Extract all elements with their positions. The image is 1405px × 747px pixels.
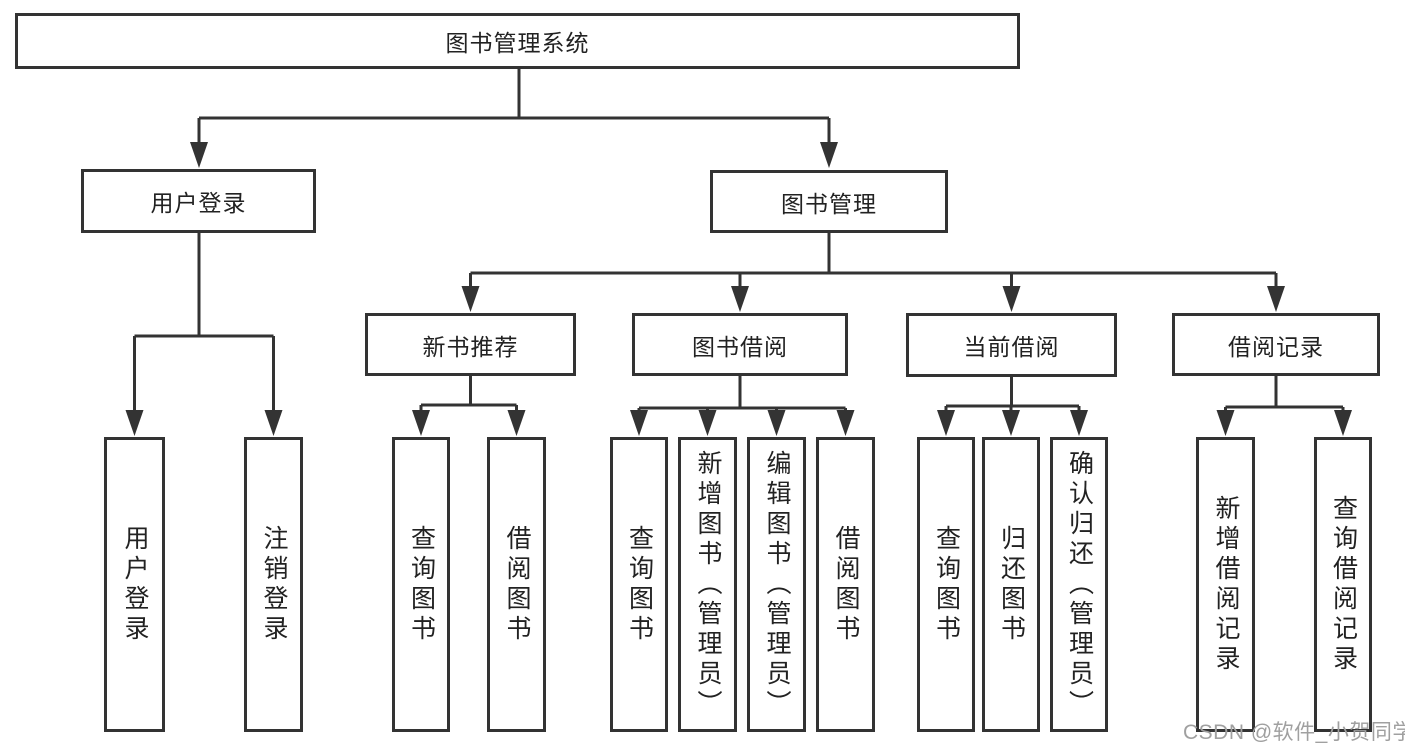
node-borrowing-edit-books-admin-label: 编辑图书（管理员）: [763, 449, 791, 720]
node-root: 图书管理系统: [15, 13, 1020, 69]
node-current-confirm-return-admin: 确认归还（管理员）: [1050, 437, 1108, 732]
node-new-book-recommendation: 新书推荐: [365, 313, 576, 376]
node-user-login-label: 用户登录: [150, 190, 247, 216]
node-records-add-borrow-record-label: 新增借阅记录: [1212, 494, 1240, 675]
node-borrowing-query-books: 查询图书: [610, 437, 668, 732]
node-current-query-books-label: 查询图书: [932, 524, 961, 645]
node-logout-leaf-label: 注销登录: [260, 524, 288, 645]
node-logout-leaf: 注销登录: [244, 437, 303, 732]
node-book-borrowing-label: 图书借阅: [692, 333, 788, 360]
node-recommend-borrow-books: 借阅图书: [487, 437, 546, 732]
node-user-login-leaf: 用户登录: [104, 437, 165, 732]
node-borrowing-query-books-label: 查询图书: [625, 524, 654, 645]
node-book-management-label: 图书管理: [781, 190, 877, 217]
node-book-borrowing: 图书借阅: [632, 313, 848, 376]
node-borrowing-borrow-books-label: 借阅图书: [832, 524, 860, 645]
node-root-label: 图书管理系统: [445, 30, 590, 56]
node-current-return-books: 归还图书: [982, 437, 1040, 732]
node-records-query-borrow-record: 查询借阅记录: [1314, 437, 1372, 732]
node-current-return-books-label: 归还图书: [997, 524, 1026, 645]
node-borrowing-records-label: 借阅记录: [1228, 333, 1324, 360]
watermark: CSDN @软件_小贺同学: [1183, 721, 1405, 744]
node-records-query-borrow-record-label: 查询借阅记录: [1329, 494, 1358, 675]
node-book-management: 图书管理: [710, 170, 948, 233]
node-borrowing-add-books-admin-label: 新增图书（管理员）: [694, 449, 722, 720]
node-current-borrowing-label: 当前借阅: [963, 334, 1060, 360]
node-current-query-books: 查询图书: [917, 437, 975, 732]
node-current-borrowing: 当前借阅: [906, 313, 1117, 377]
node-borrowing-records: 借阅记录: [1172, 313, 1380, 376]
node-borrowing-add-books-admin: 新增图书（管理员）: [678, 437, 737, 732]
node-current-confirm-return-admin-label: 确认归还（管理员）: [1065, 449, 1094, 720]
node-borrowing-borrow-books: 借阅图书: [816, 437, 875, 732]
node-user-login-leaf-label: 用户登录: [121, 524, 149, 645]
node-new-book-recommendation-label: 新书推荐: [422, 333, 519, 360]
node-recommend-query-books-label: 查询图书: [407, 524, 436, 645]
node-recommend-borrow-books-label: 借阅图书: [503, 524, 531, 645]
node-user-login: 用户登录: [81, 169, 316, 233]
node-records-add-borrow-record: 新增借阅记录: [1196, 437, 1255, 732]
node-recommend-query-books: 查询图书: [392, 437, 450, 732]
node-borrowing-edit-books-admin: 编辑图书（管理员）: [747, 437, 806, 732]
